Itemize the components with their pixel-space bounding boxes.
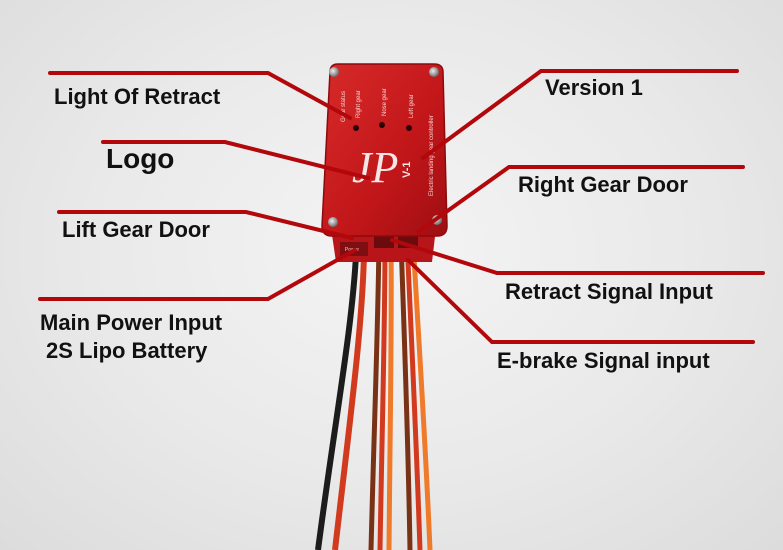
screw-bottom-left [328,217,338,227]
ebrake-signal-wire-brown [398,239,413,550]
leader-ebrake-signal [406,258,755,344]
retract-signal-wire-brown [368,239,382,550]
main-power-red-wire [332,254,367,550]
leader-right-gear-door [416,165,745,234]
leader-retract-signal [390,238,765,275]
label-retract-signal: Retract Signal Input [505,279,713,304]
device-right-gear-text: Right gear [356,90,362,118]
label-main-power: Main Power Input 2S Lipo Battery [40,309,222,364]
wire-bundle [315,239,433,550]
leader-lift-gear-door [57,210,354,240]
device-gear-status-text: Gear status [341,91,347,122]
leader-lines [38,69,765,344]
leader-light-of-retract [48,71,352,120]
label-light-of-retract: Light Of Retract [54,84,221,109]
right-gear-led-icon [353,125,359,131]
screw-top-left [329,67,339,77]
nose-gear-led-icon [379,122,385,128]
ebrake-signal-wire-orange [410,239,433,550]
controller-device: Gear status Right gear Nose gear Left ge… [321,63,448,237]
ebrake-signal-wire-red [404,239,423,550]
screw-top-right [429,67,439,77]
device-left-gear-text: Left gear [409,94,415,118]
device-nose-gear-text: Nose gear [382,88,388,116]
device-logo-text: JP [352,143,398,192]
main-power-black-wire [315,254,359,550]
left-gear-led-icon [406,125,412,131]
device-model-text: V-1 [401,161,413,178]
leader-main-power [38,248,357,301]
retract-signal-wire-orange [386,239,394,550]
label-lift-gear-door: Lift Gear Door [62,217,210,242]
leader-version [421,69,739,160]
label-logo: Logo [106,143,175,174]
label-ebrake-signal: E-brake Signal input [497,348,710,373]
leader-logo [101,140,370,180]
label-right-gear-door: Right Gear Door [518,172,688,197]
label-version: Version 1 [545,75,643,100]
retract-signal-wire-red [377,239,388,550]
device-subtitle-text: Electric landing gear controller [429,115,435,196]
label-main-power-line2: 2S Lipo Battery [46,337,208,363]
label-main-power-line1: Main Power Input [40,310,223,335]
